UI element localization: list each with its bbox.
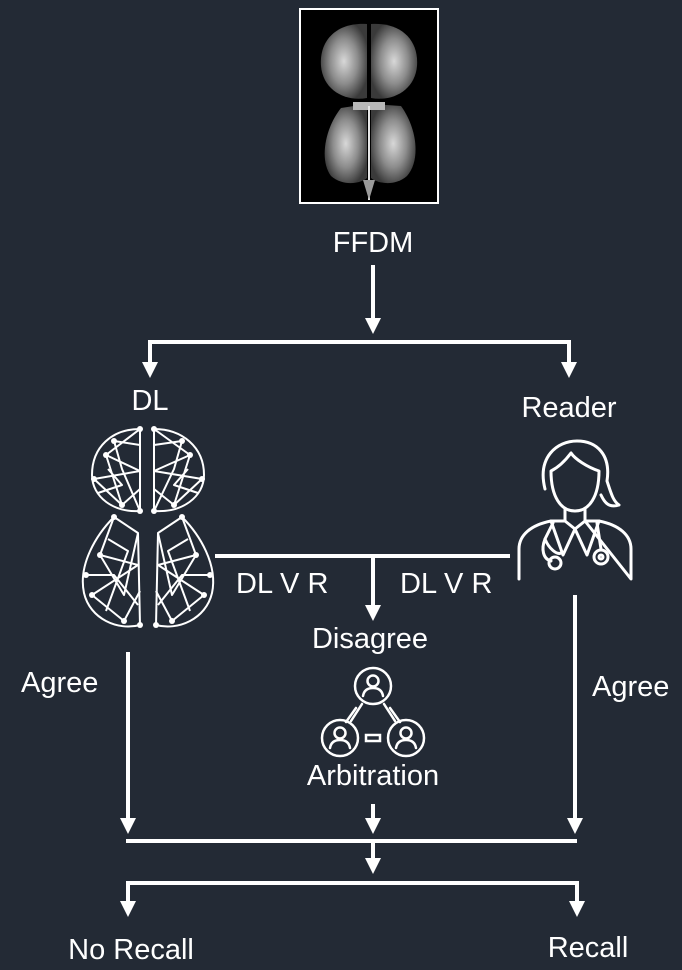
disagree-label: Disagree: [311, 623, 429, 655]
dl-label: DL: [131, 385, 169, 417]
no-recall-label: No Recall: [68, 934, 194, 966]
breast-mesh-icon: [78, 425, 218, 642]
doctor-icon: [515, 437, 635, 587]
ffdm-label: FFDM: [332, 227, 414, 259]
agree-label-right: Agree: [592, 671, 670, 703]
agree-label-left: Agree: [21, 667, 99, 699]
arbitration-group-icon: [318, 664, 428, 765]
reader-label: Reader: [521, 392, 617, 424]
comparison-label-left: DL V R: [236, 568, 329, 600]
comparison-label-right: DL V R: [400, 568, 493, 600]
arbitration-label: Arbitration: [306, 760, 440, 792]
mammogram-image: [299, 8, 439, 204]
recall-label: Recall: [547, 932, 629, 964]
